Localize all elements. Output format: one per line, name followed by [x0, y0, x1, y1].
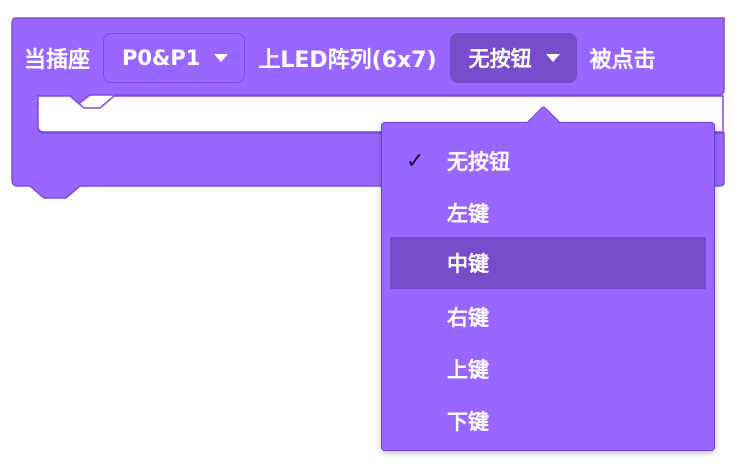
pin-dropdown-value: P0&P1 — [122, 46, 201, 70]
menu-item-label: 左键 — [447, 202, 489, 226]
block-label-prefix: 当插座 — [24, 48, 91, 73]
menu-item-right[interactable]: 右键 — [390, 291, 706, 343]
menu-item-label: 下键 — [447, 410, 489, 434]
block-row: 当插座 P0&P1 上LED阵列(6x7) 无按钮 被点击 — [12, 22, 656, 94]
menu-item-middle[interactable]: 中键 — [390, 237, 706, 289]
checkmark-icon: ✓ — [406, 148, 425, 174]
menu-item-label: 上键 — [447, 358, 489, 382]
menu-item-up[interactable]: 上键 — [390, 343, 706, 395]
button-dropdown-value: 无按钮 — [468, 47, 532, 71]
menu-item-left[interactable]: 左键 — [390, 187, 706, 239]
button-dropdown-menu: ✓ 无按钮 左键 中键 右键 上键 下键 — [381, 105, 715, 451]
caret-down-icon — [545, 54, 560, 62]
caret-down-icon — [214, 54, 229, 62]
menu-item-label: 中键 — [447, 252, 489, 276]
menu-item-down[interactable]: 下键 — [390, 395, 706, 447]
menu-item-label: 无按钮 — [447, 150, 510, 174]
menu-item-label: 右键 — [447, 306, 489, 330]
block-label-suffix: 被点击 — [589, 48, 656, 73]
block-label-middle: 上LED阵列(6x7) — [258, 48, 437, 73]
menu-item-none[interactable]: ✓ 无按钮 — [390, 135, 706, 187]
button-dropdown[interactable]: 无按钮 — [449, 33, 577, 83]
pin-dropdown[interactable]: P0&P1 — [103, 33, 246, 83]
